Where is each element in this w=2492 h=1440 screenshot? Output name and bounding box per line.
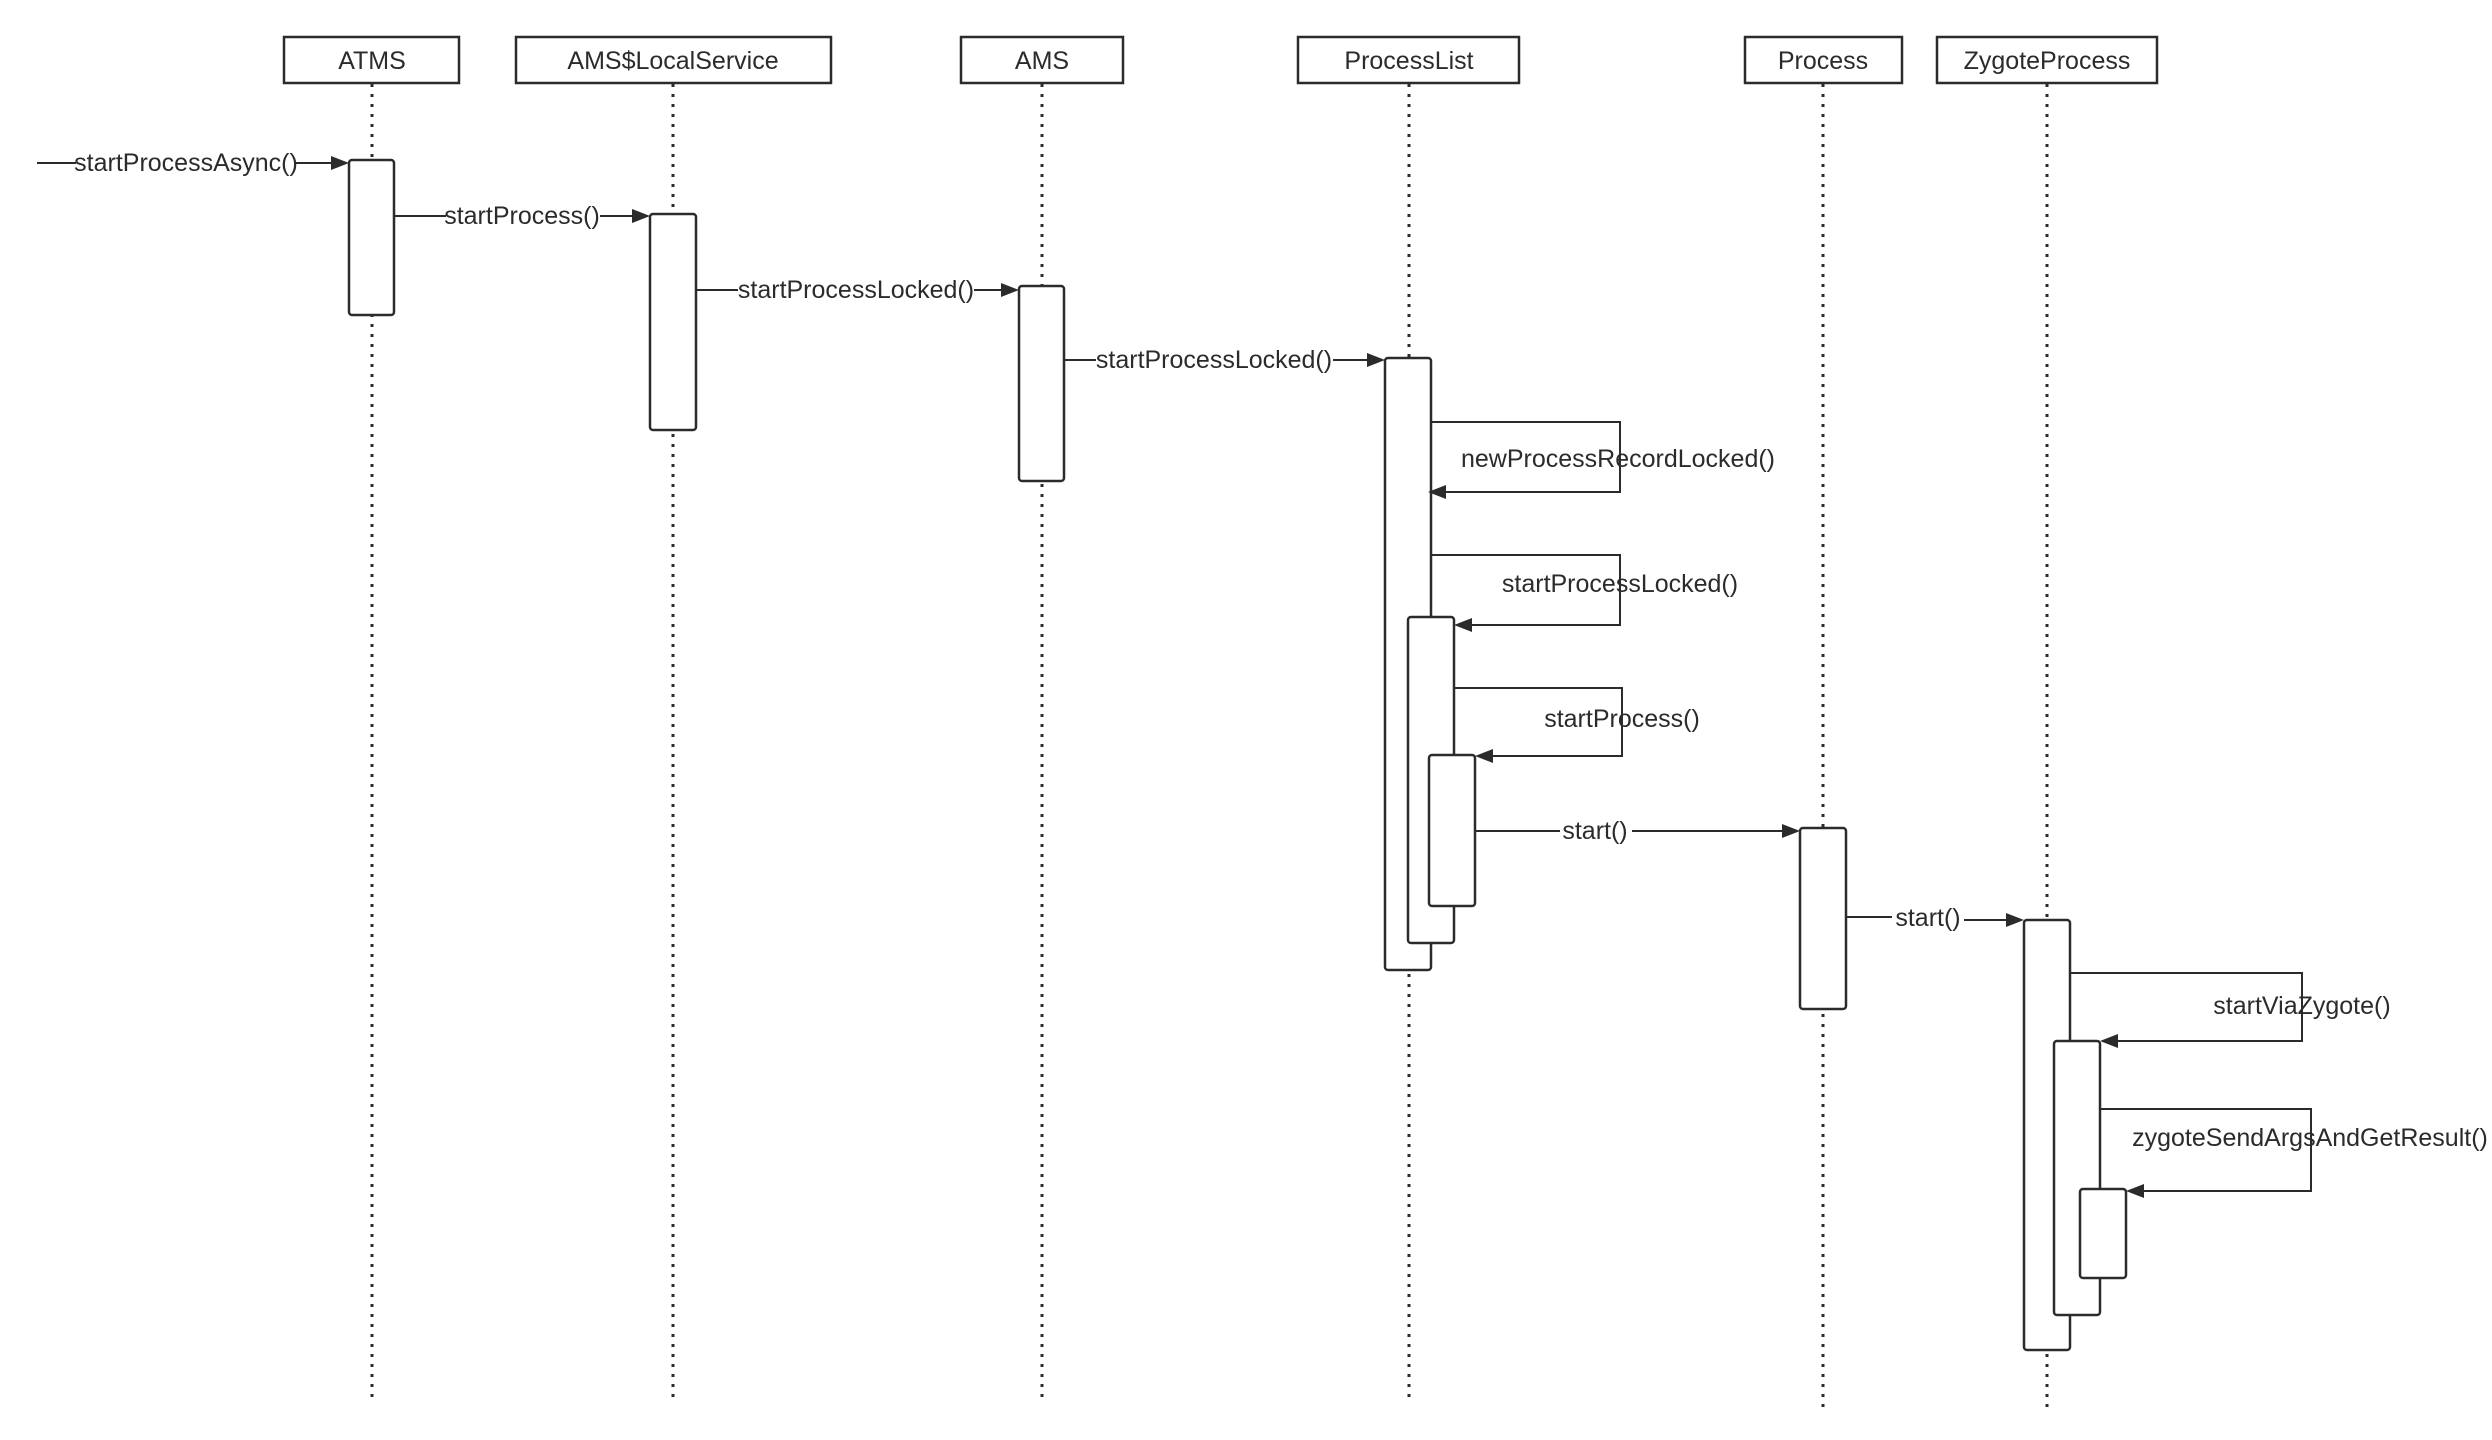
message-start-process-locked-self: startProcessLocked() [1431, 554, 1738, 632]
participant-label: AMS [1015, 47, 1069, 75]
message-start-process: startProcess() [394, 202, 650, 230]
message-label: startProcessLocked() [1096, 346, 1332, 374]
message-start-zygote-process: start() [1846, 904, 2024, 932]
message-label: startProcess() [444, 202, 600, 230]
participant-label: ZygoteProcess [1964, 47, 2131, 75]
participant-process-list: ProcessList [1296, 35, 1521, 85]
message-label: start() [1895, 904, 1960, 932]
participant-label: AMS$LocalService [567, 47, 778, 75]
message-label: startProcessLocked() [1502, 570, 1738, 598]
message-label: startProcessAsync() [74, 149, 298, 177]
participant-ams: AMS [959, 35, 1125, 85]
activation-process-list-nested-2 [1427, 753, 1477, 908]
activation-ams-local-service [648, 212, 698, 432]
participant-process: Process [1743, 35, 1904, 85]
message-start-process-locked-process-list: startProcessLocked() [1064, 346, 1385, 374]
message-label: startProcessLocked() [738, 276, 974, 304]
message-label: startViaZygote() [2213, 992, 2390, 1020]
participant-label: ATMS [338, 47, 406, 75]
activation-process [1798, 826, 1848, 1011]
participant-zygote-process: ZygoteProcess [1935, 35, 2159, 85]
message-start-process-class: start() [1475, 817, 1800, 845]
participant-label: Process [1778, 47, 1868, 75]
participant-ams-local-service: AMS$LocalService [514, 35, 833, 85]
message-zygote-send-args-and-get-result: zygoteSendArgsAndGetResult() [2100, 1108, 2488, 1198]
message-start-process-locked-ams: startProcessLocked() [696, 276, 1019, 304]
message-start-process-async: startProcessAsync() [37, 149, 349, 177]
participant-label: ProcessList [1344, 47, 1473, 75]
activation-ams [1017, 284, 1066, 483]
message-label: start() [1562, 817, 1627, 845]
participant-atms: ATMS [282, 35, 461, 85]
message-start-process-self: startProcess() [1454, 687, 1700, 763]
message-label: newProcessRecordLocked() [1461, 445, 1775, 473]
message-label: startProcess() [1544, 705, 1700, 733]
message-start-via-zygote: startViaZygote() [2070, 972, 2391, 1048]
message-new-process-record-locked: newProcessRecordLocked() [1428, 421, 1775, 499]
activation-atms [347, 158, 396, 317]
activation-zygote-process-nested-2 [2078, 1187, 2128, 1280]
message-label: zygoteSendArgsAndGetResult() [2132, 1124, 2488, 1152]
